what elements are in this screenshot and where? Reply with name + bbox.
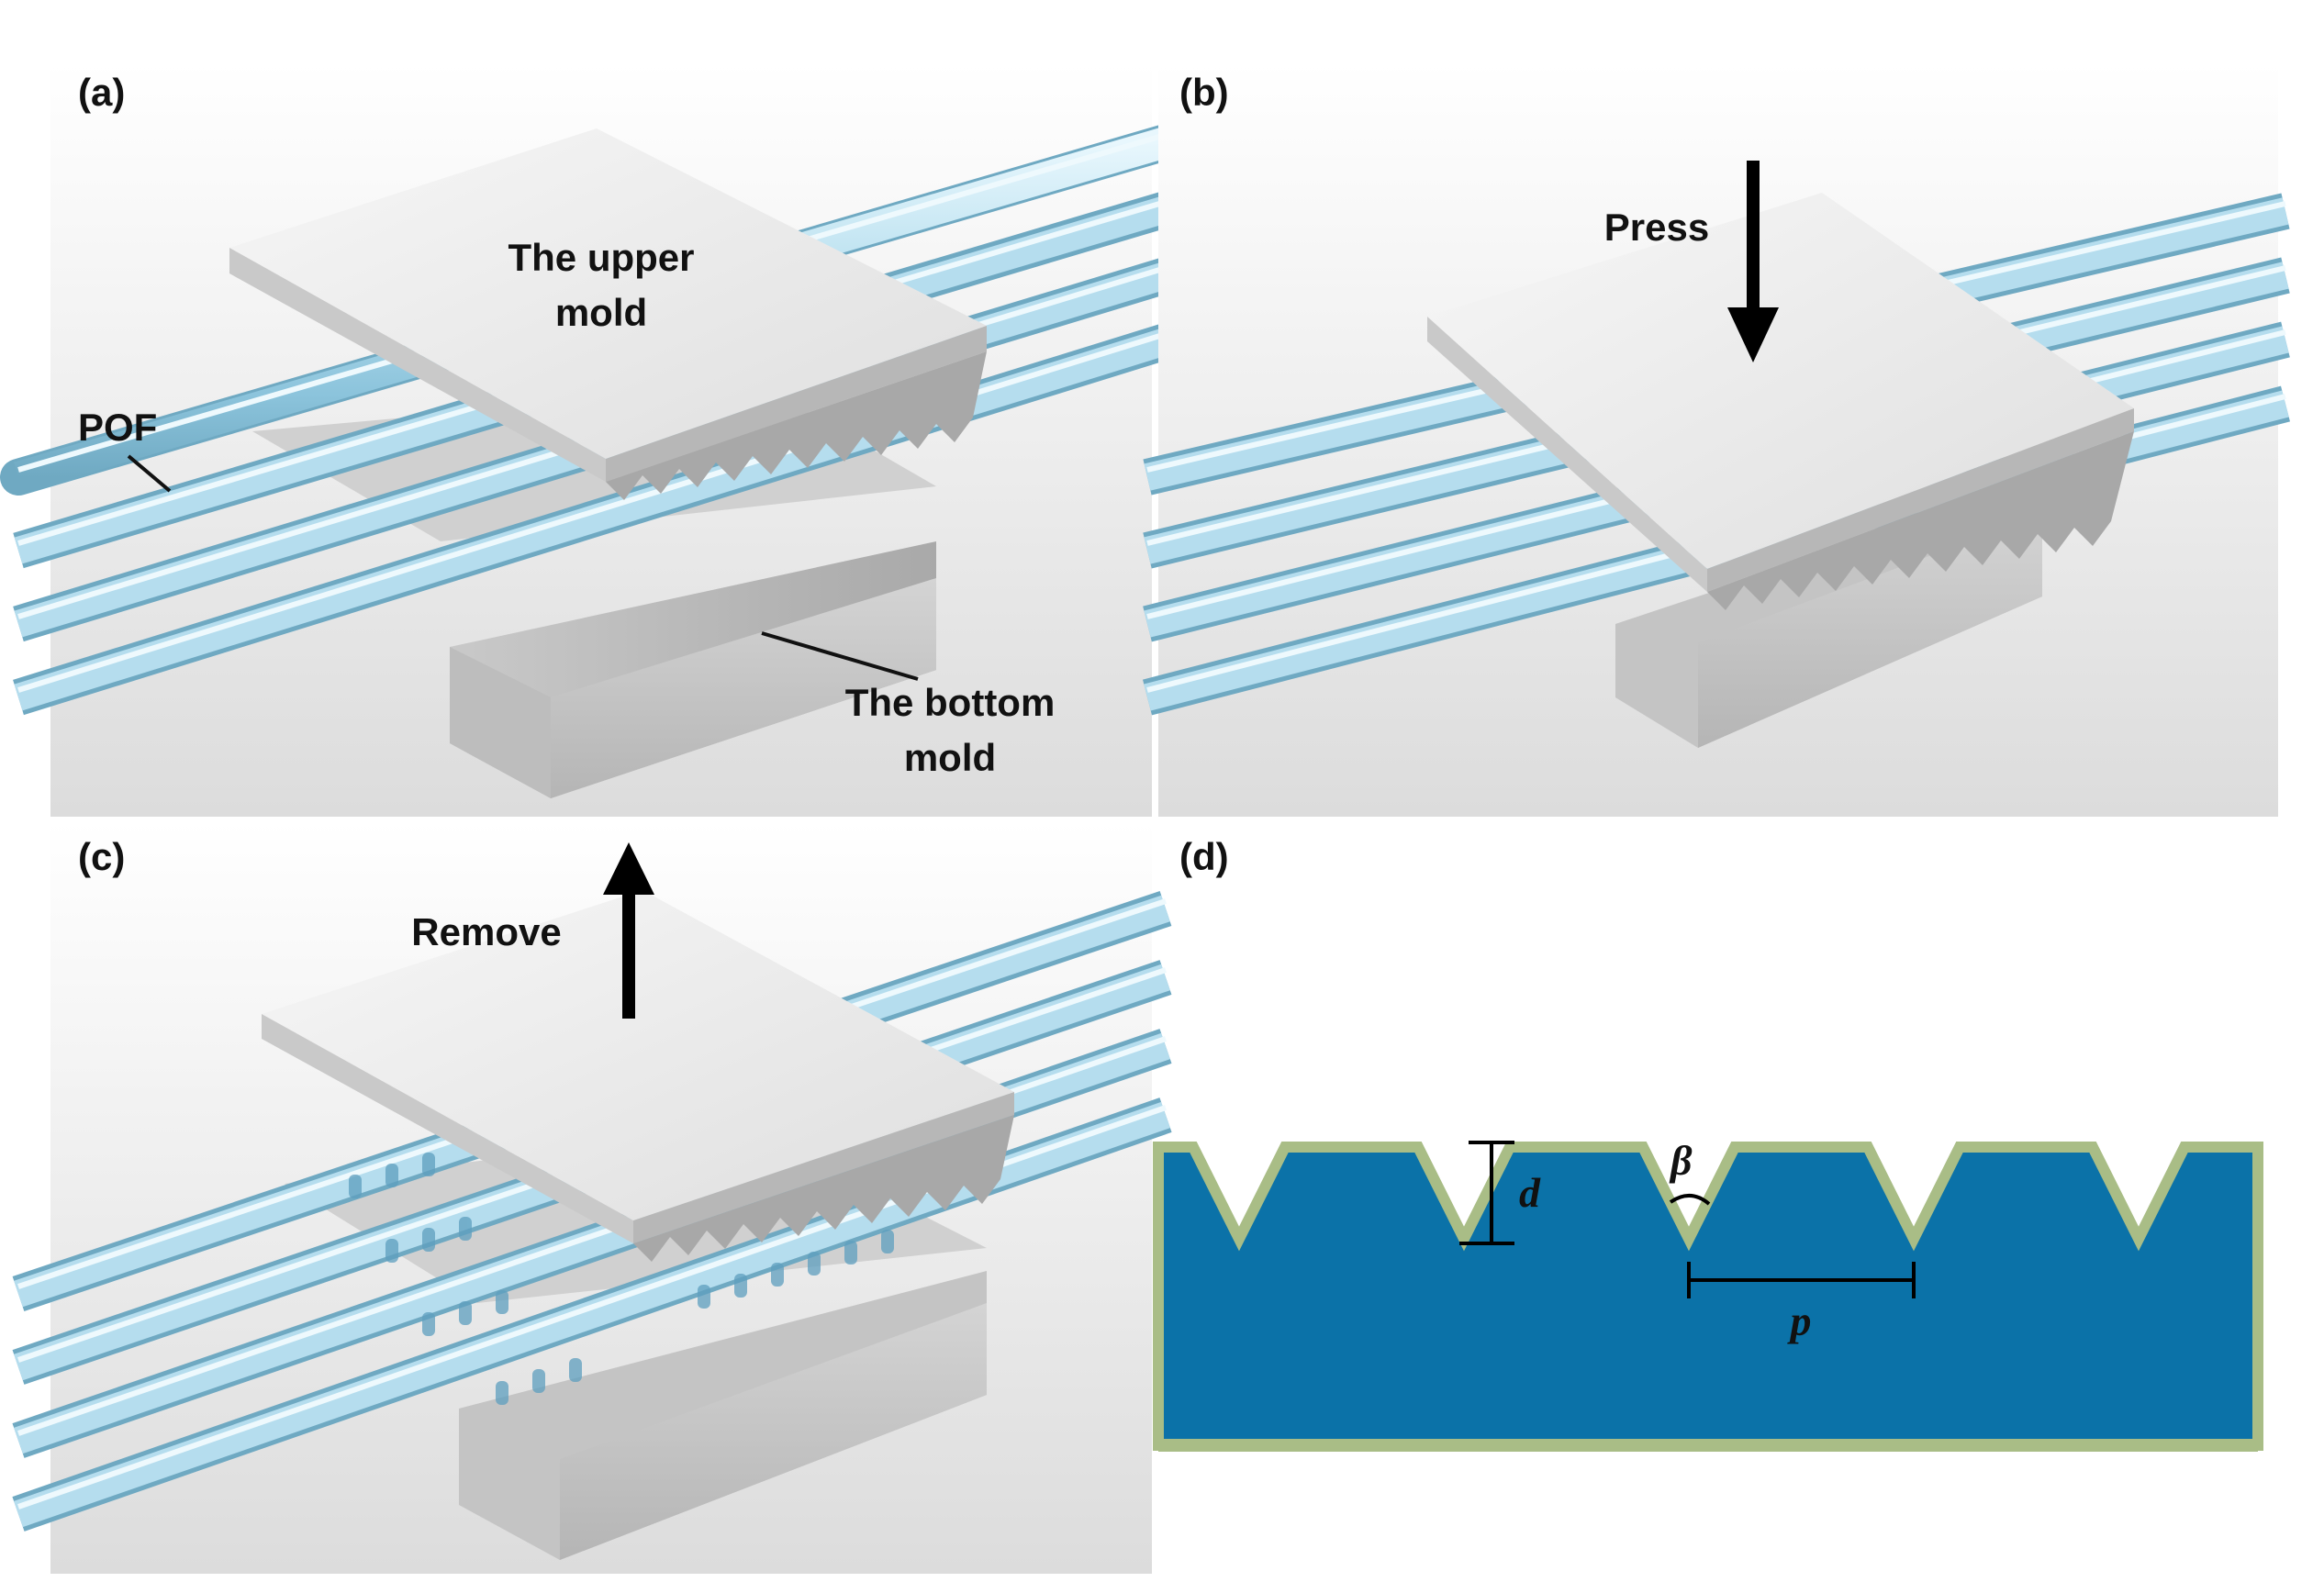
panel-label-a: (a)	[78, 71, 125, 114]
press-arrow	[1727, 161, 1779, 362]
bottom-mold-label-line1: The bottom	[845, 681, 1056, 724]
bottom-mold-leader-line	[761, 631, 919, 681]
panel-a: (a) The upper mold POF The bottom mold	[0, 62, 1184, 817]
panel-d: (d) d β p	[1153, 835, 2263, 1452]
press-label: Press	[1604, 206, 1709, 249]
panel-b: (b) Press	[1143, 62, 2290, 817]
upper-mold	[229, 128, 987, 500]
remove-label: Remove	[411, 910, 561, 953]
depth-marker	[1459, 1141, 1514, 1245]
panel-label-d: (d)	[1179, 835, 1229, 878]
pof-leader-line	[127, 454, 172, 493]
upper-mold-label-line2: mold	[555, 291, 647, 334]
bottom-mold-label-line2: mold	[904, 736, 996, 779]
upper-mold	[262, 890, 1014, 1262]
period-symbol: p	[1787, 1298, 1812, 1344]
upper-mold-label-line1: The upper	[508, 236, 694, 279]
depth-symbol: d	[1519, 1169, 1541, 1216]
panel-label-c: (c)	[78, 835, 125, 878]
remove-arrow	[603, 842, 654, 1019]
angle-arc	[1669, 1194, 1711, 1206]
panel-label-b: (b)	[1179, 71, 1229, 114]
period-marker	[1687, 1262, 1916, 1298]
grating-substrate	[1153, 1142, 2263, 1451]
angle-symbol: β	[1669, 1137, 1693, 1184]
upper-mold	[1427, 193, 2134, 610]
panel-c: (c) Remove	[12, 821, 1172, 1574]
imprinted-grating-marks	[349, 1153, 894, 1405]
pof-label: POF	[78, 406, 157, 449]
